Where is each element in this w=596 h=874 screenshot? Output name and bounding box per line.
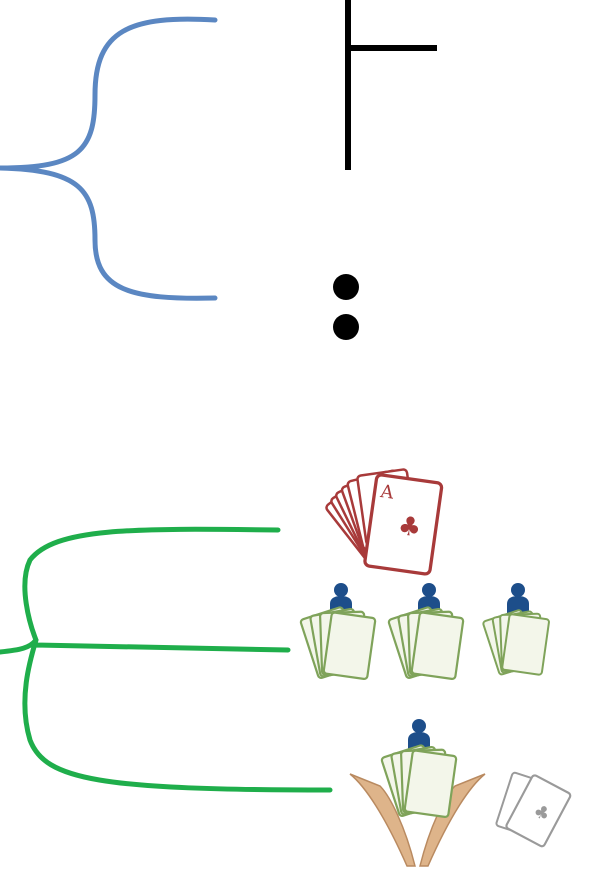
gray-card-pair-icon: ♣ (494, 771, 573, 849)
player-3 (481, 583, 551, 677)
colon-symbol (333, 274, 359, 340)
player-2 (386, 583, 465, 681)
blue-brace (0, 16, 218, 301)
green-card-fan-icon (481, 608, 551, 677)
green-card-fan-icon (386, 605, 465, 681)
svg-text:♣: ♣ (396, 511, 423, 544)
red-card-fan-icon: A ♣ (323, 467, 444, 577)
green-card-fan-icon (298, 605, 377, 681)
person-icon (408, 719, 430, 751)
player-1 (298, 583, 377, 681)
dealer-with-hands (349, 719, 486, 867)
t-junction-symbol (345, 0, 437, 170)
person-icon (507, 583, 529, 615)
green-brace (0, 526, 333, 793)
card-rank-label: A (378, 481, 396, 504)
